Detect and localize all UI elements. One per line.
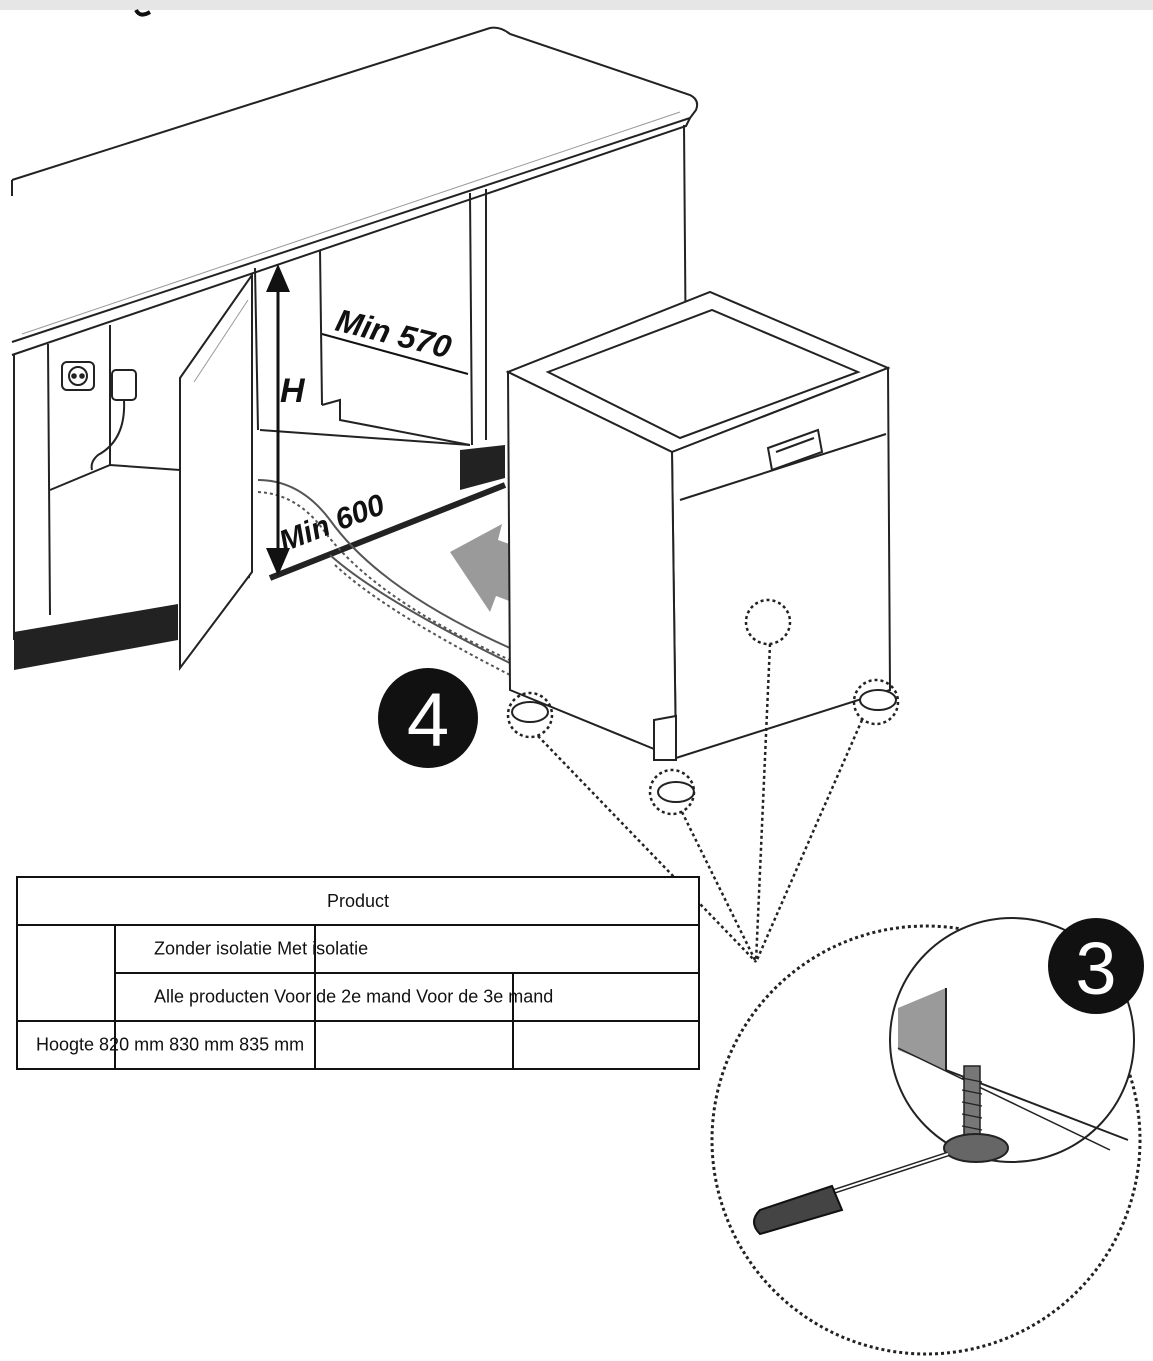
table-header-row: Product [15, 876, 701, 926]
step-4-number: 4 [407, 678, 449, 763]
table-cell [511, 1020, 701, 1070]
plinth [14, 445, 507, 670]
dishwasher [505, 290, 897, 803]
table-cell: Alle producten Voor de 2e mand Voor de 3… [114, 972, 553, 1022]
row-products-text: Alle producten Voor de 2e mand Voor de 3… [154, 986, 554, 1007]
min-depth-label: Min 570 [332, 302, 455, 365]
cabinet-door [179, 271, 253, 671]
countertop [11, 26, 699, 356]
table-header-cell: Product [15, 876, 701, 926]
cropped-text-fragment [134, 8, 152, 17]
top-strip [0, 0, 1153, 10]
table-row: Zonder isolatie Met isolatie [16, 924, 701, 1022]
table-cell [511, 972, 701, 1022]
table-cell [313, 924, 701, 974]
table-cell-empty [16, 924, 116, 1022]
table-cell [314, 972, 514, 1022]
table-cell: Hoogte 820 mm 830 mm 835 mm [16, 1020, 304, 1070]
table-header-text: Product [327, 890, 390, 911]
min-width-label: Min 600 [275, 488, 390, 558]
table-cell: Zonder isolatie Met isolatie [114, 924, 368, 974]
step-3-number: 3 [1075, 927, 1116, 1010]
table-row: Alle producten Voor de 2e mand Voor de 3… [17, 972, 701, 1022]
depth-dimension-line [321, 333, 469, 375]
spec-table: Product Zonder isolatie Met isolatie All… [15, 876, 701, 1070]
table-cell [314, 1020, 514, 1070]
row-insulation-text: Zonder isolatie Met isolatie [154, 938, 369, 959]
step-4-badge [378, 668, 478, 768]
cabinet-body [13, 124, 687, 640]
table-cell [114, 1020, 316, 1070]
socket-and-plug [61, 361, 137, 471]
height-marker-label: H [280, 372, 306, 410]
step-3-badge [1048, 918, 1144, 1014]
height-arrow [266, 264, 290, 576]
table-row: Hoogte 820 mm 830 mm 835 mm [16, 1020, 701, 1070]
drain-hose [257, 479, 521, 681]
row-height-text: Hoogte 820 mm 830 mm 835 mm [36, 1034, 305, 1055]
foot-callouts [506, 598, 900, 963]
